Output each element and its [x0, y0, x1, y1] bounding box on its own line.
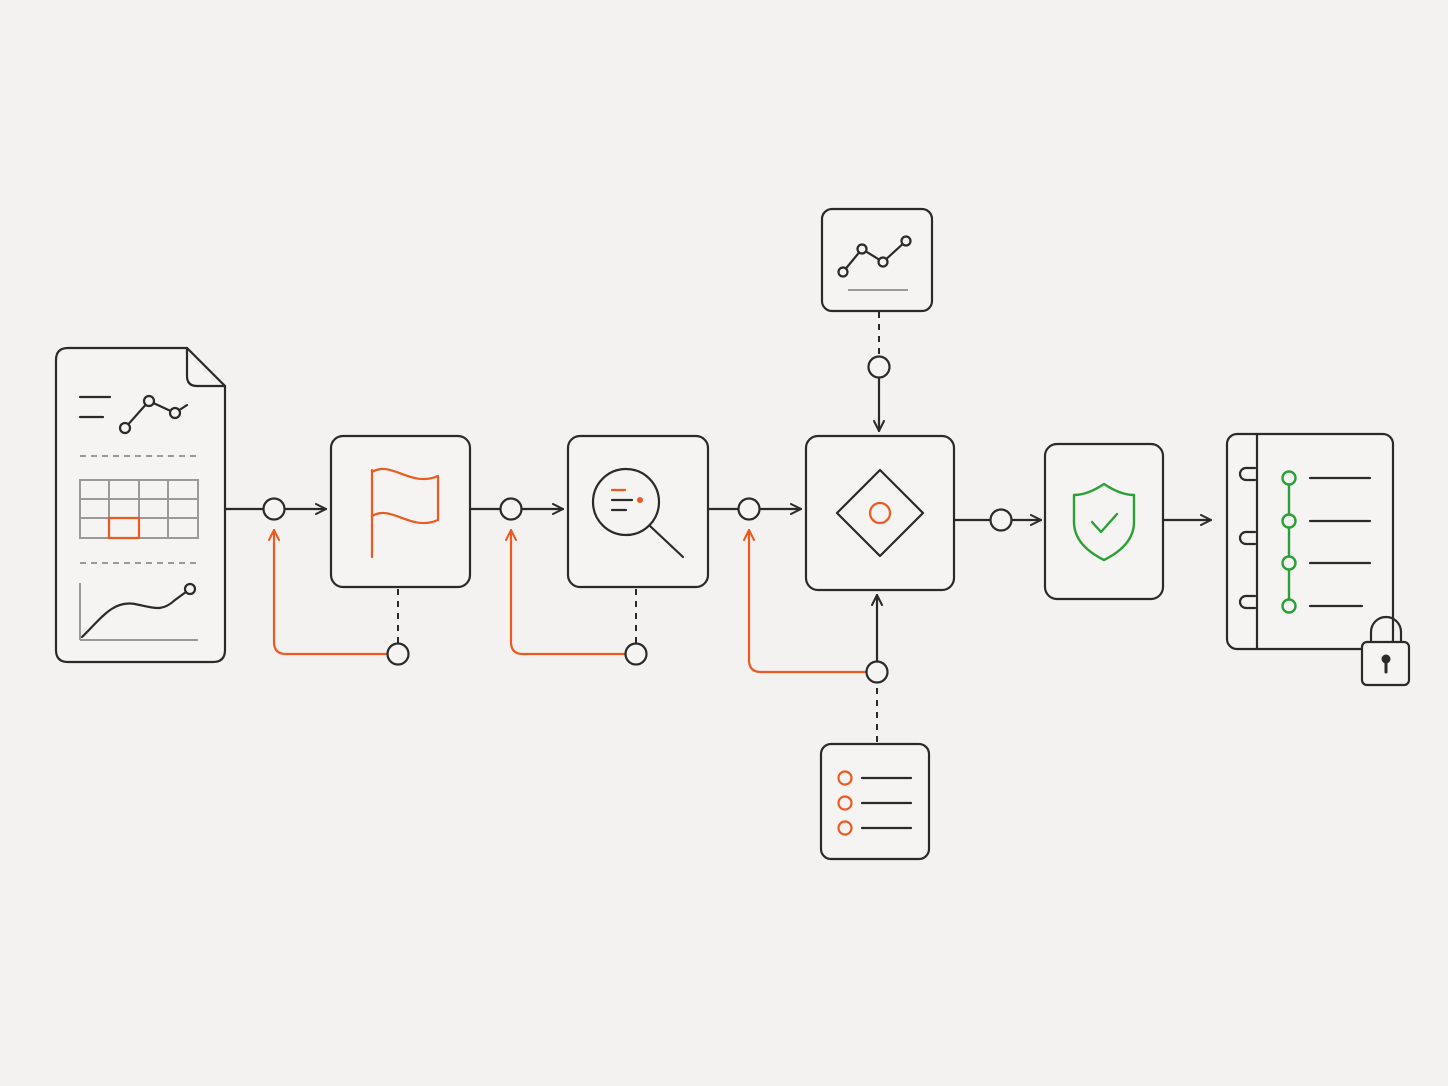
metrics-input [820, 207, 934, 313]
diamond-target-icon [835, 468, 925, 558]
junction-node [867, 355, 891, 379]
feedback-node [386, 642, 410, 666]
junction-node [737, 497, 761, 521]
flag-icon [370, 467, 440, 559]
highlighted-cell [107, 516, 141, 540]
inspect-stage [566, 434, 710, 589]
verify-stage [1043, 442, 1165, 601]
line-chart-icon [837, 235, 912, 291]
junction-node [989, 508, 1013, 532]
junction-node [262, 497, 286, 521]
chart-point [118, 421, 132, 435]
chart-point [168, 406, 182, 420]
accent-dot [637, 497, 643, 503]
junction-node [499, 497, 523, 521]
shield-check-icon [1072, 482, 1136, 562]
chart-point [142, 394, 156, 408]
magnifier-icon [591, 467, 685, 559]
decision-stage [804, 434, 956, 592]
junction-node [865, 660, 889, 684]
ledger-stage [1225, 432, 1411, 687]
feedback-loops [268, 528, 868, 674]
checklist-input [819, 742, 931, 861]
flag-stage [329, 434, 472, 589]
lock-icon [1360, 615, 1411, 687]
feedback-node [624, 642, 648, 666]
main-flow-connectors [224, 497, 1213, 532]
binder-rings [1238, 466, 1257, 610]
checklist-icon [837, 770, 913, 836]
report-document-icon [78, 394, 199, 641]
chart-point [183, 582, 197, 596]
locked-notebook-icon [1281, 470, 1372, 614]
input-connectors [865, 312, 891, 742]
report-document [54, 346, 227, 664]
